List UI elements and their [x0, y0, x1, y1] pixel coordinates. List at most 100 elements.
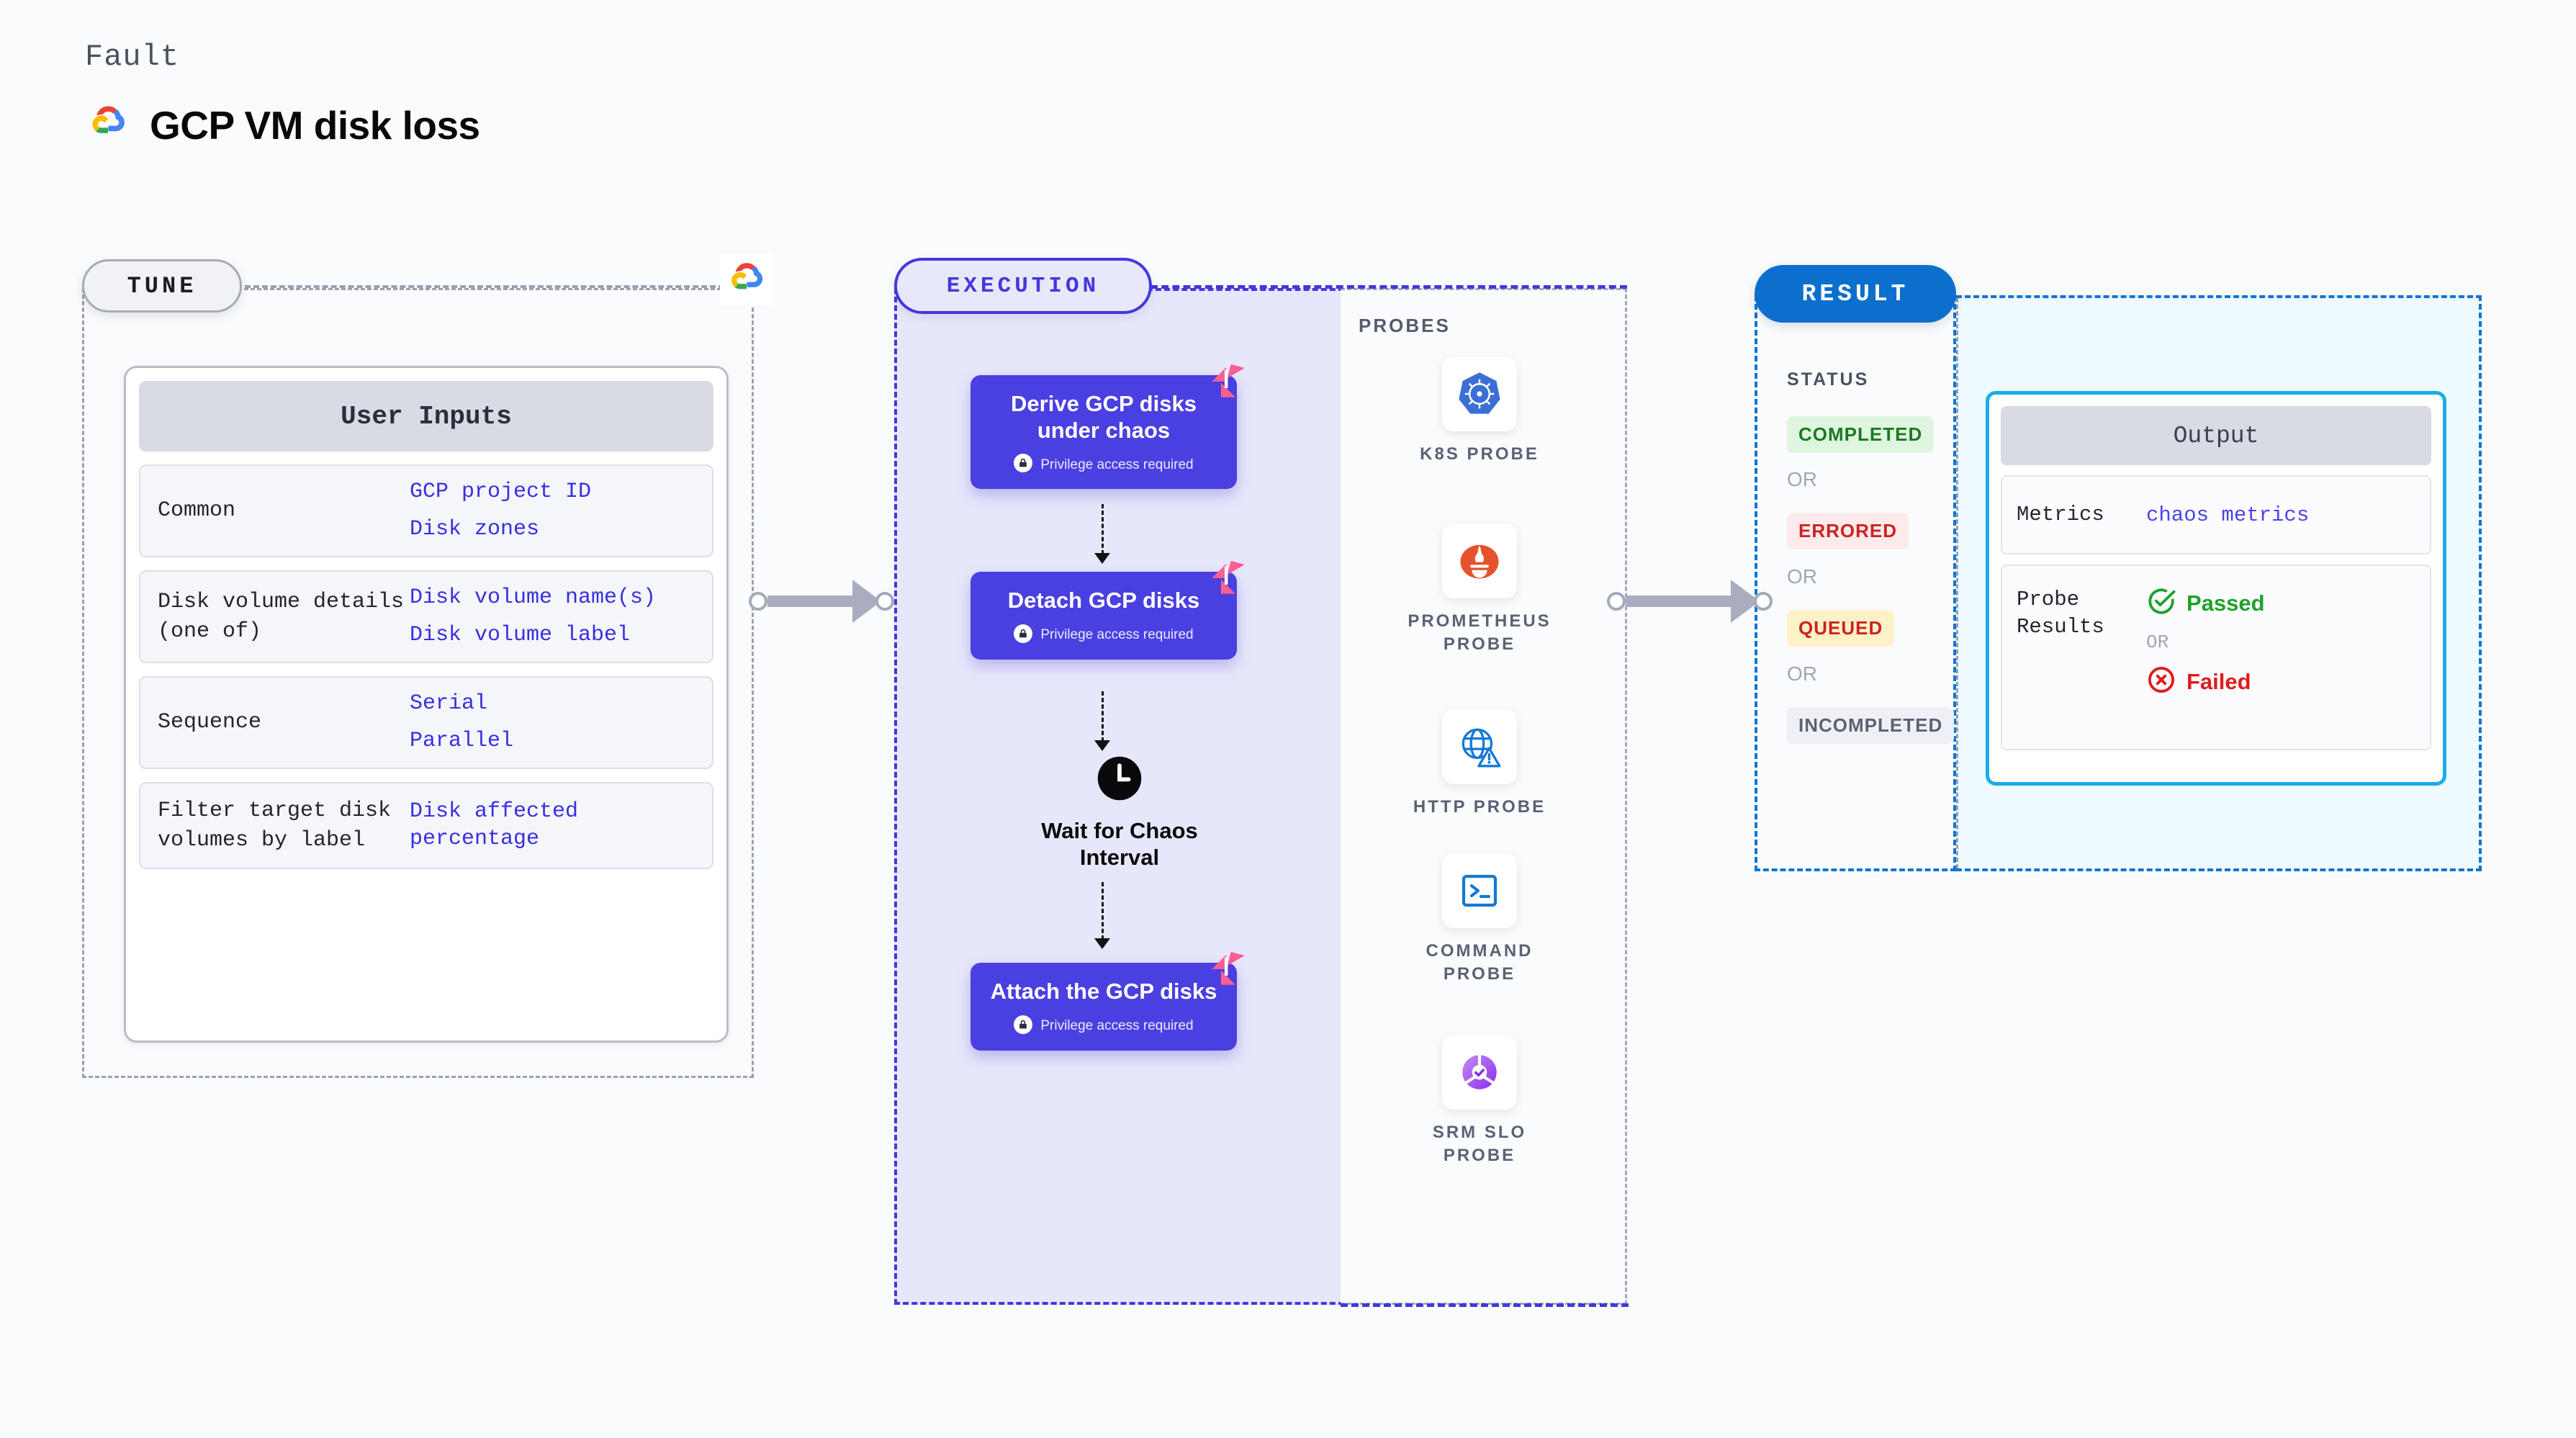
page-title: GCP VM disk loss: [150, 102, 480, 148]
probe-item-srm-slo[interactable]: SRM SLO PROBE: [1408, 1035, 1552, 1168]
probe-item-command[interactable]: COMMAND PROBE: [1408, 853, 1552, 987]
user-input-row: Sequence Serial Parallel: [139, 676, 713, 769]
user-input-value[interactable]: GCP project ID: [410, 480, 592, 504]
probe-label: PROMETHEUS PROBE: [1408, 611, 1552, 655]
status-or-separator: OR: [1787, 468, 1817, 490]
connector-start-dot: [749, 592, 767, 611]
user-input-key: Sequence: [158, 710, 262, 735]
probe-label: COMMAND PROBE: [1426, 941, 1534, 984]
probe-label: SRM SLO PROBE: [1432, 1123, 1527, 1166]
x-circle-icon: [2146, 665, 2176, 698]
wait-node: Wait for Chaos Interval: [1040, 755, 1199, 871]
user-input-value[interactable]: Serial: [410, 691, 488, 716]
execution-node-title: Attach the GCP disks: [990, 979, 1217, 1004]
check-circle-icon: [2146, 586, 2176, 620]
litmus-chaos-icon: [1207, 556, 1248, 598]
output-card: Output Metrics chaos metrics Probe Resul…: [1986, 391, 2446, 786]
google-cloud-icon: [720, 253, 772, 305]
user-input-row: Common GCP project ID Disk zones: [139, 464, 713, 557]
flow-arrow-line: [1102, 882, 1104, 940]
user-input-value[interactable]: Parallel: [410, 728, 514, 753]
user-input-value[interactable]: Disk affected percentage: [410, 799, 579, 851]
status-badge-incompleted: INCOMPLETED: [1787, 707, 1955, 744]
execution-node[interactable]: Derive GCP disks under chaos Privilege a…: [970, 364, 1245, 490]
tune-dashed-connector: [245, 285, 742, 288]
connector-end-dot: [875, 592, 894, 611]
lock-icon: [1014, 624, 1033, 647]
privilege-notice: Privilege access required: [1014, 1015, 1194, 1038]
user-input-value[interactable]: Disk volume name(s): [410, 585, 657, 610]
result-panel: [1755, 295, 1956, 871]
connector-line: [1626, 596, 1734, 607]
user-input-value[interactable]: Disk zones: [410, 516, 540, 542]
connector-execution-to-result: [1607, 580, 1773, 623]
output-metrics-value[interactable]: chaos metrics: [2146, 503, 2310, 527]
flow-arrow-head: [1094, 938, 1110, 949]
clock-icon: [1096, 755, 1143, 806]
privilege-notice: Privilege access required: [1014, 454, 1194, 476]
privilege-text: Privilege access required: [1040, 627, 1194, 643]
execution-node-title: Derive GCP disks under chaos: [1011, 391, 1197, 443]
kubernetes-icon: [1442, 356, 1517, 431]
execution-node[interactable]: Attach the GCP disks Privilege access re…: [970, 951, 1245, 1051]
output-title: Output: [2001, 406, 2431, 465]
result-pill-label[interactable]: RESULT: [1755, 265, 1956, 323]
privilege-text: Privilege access required: [1040, 1018, 1194, 1034]
wait-node-label: Wait for Chaos Interval: [1041, 818, 1198, 871]
status-badge-errored: ERRORED: [1787, 513, 1909, 549]
srm-slo-icon: [1442, 1035, 1517, 1110]
user-input-row: Filter target disk volumes by label Disk…: [139, 782, 713, 869]
http-globe-warning-icon: [1442, 709, 1517, 784]
tune-pill-label[interactable]: TUNE: [82, 259, 242, 313]
google-cloud-icon: [85, 101, 130, 149]
prometheus-icon: [1442, 523, 1517, 598]
probe-result-or-separator: OR: [2146, 632, 2169, 653]
connector-line: [767, 596, 855, 607]
user-input-row: Disk volume details (one of) Disk volume…: [139, 570, 713, 663]
probe-result-failed: Failed: [2146, 665, 2265, 698]
probe-item-k8s[interactable]: K8S PROBE: [1408, 356, 1552, 466]
user-input-value[interactable]: Disk volume label: [410, 622, 631, 647]
execution-pill-label[interactable]: EXECUTION: [894, 258, 1152, 314]
flow-arrow-head: [1094, 553, 1110, 564]
flow-arrow-line: [1102, 691, 1104, 742]
connector-tune-to-execution: [749, 580, 894, 623]
probes-title: PROBES: [1359, 315, 1451, 336]
user-input-key: Disk volume details (one of): [158, 590, 405, 644]
connector-end-dot: [1754, 592, 1773, 611]
status-title: STATUS: [1787, 369, 1870, 390]
user-input-key: Common: [158, 498, 236, 523]
output-metrics-row: Metrics chaos metrics: [2001, 475, 2431, 554]
status-badge-completed: COMPLETED: [1787, 416, 1935, 453]
litmus-chaos-icon: [1207, 947, 1248, 989]
terminal-icon: [1442, 853, 1517, 928]
execution-node-title: Detach GCP disks: [1007, 588, 1200, 613]
page-title-row: GCP VM disk loss: [85, 101, 480, 149]
flow-arrow-line: [1102, 504, 1104, 554]
probe-item-prometheus[interactable]: PROMETHEUS PROBE: [1408, 523, 1552, 657]
status-or-separator: OR: [1787, 565, 1817, 588]
probe-result-passed: Passed: [2146, 586, 2265, 620]
execution-dashed-top: [1150, 285, 1627, 289]
status-or-separator: OR: [1787, 662, 1817, 685]
output-metrics-key: Metrics: [2017, 503, 2104, 527]
execution-node[interactable]: Detach GCP disks Privilege access requir…: [970, 560, 1245, 660]
output-probe-results-row: Probe Results Passed OR: [2001, 565, 2431, 750]
privilege-notice: Privilege access required: [1014, 624, 1194, 647]
page-kicker: Fault: [85, 40, 180, 74]
privilege-text: Privilege access required: [1040, 457, 1194, 472]
probe-label: HTTP PROBE: [1413, 797, 1546, 817]
output-probe-results-key: Probe Results: [2017, 588, 2104, 639]
litmus-chaos-icon: [1207, 359, 1248, 401]
user-inputs-title: User Inputs: [139, 381, 713, 451]
probe-item-http[interactable]: HTTP PROBE: [1408, 709, 1552, 819]
result-panel-divider: [1956, 298, 1958, 868]
lock-icon: [1014, 1015, 1033, 1038]
user-inputs-card: User Inputs Common GCP project ID Disk z…: [124, 366, 729, 1043]
probe-label: K8S PROBE: [1420, 444, 1539, 464]
tune-panel: [82, 288, 754, 1078]
probe-result-passed-label: Passed: [2187, 590, 2265, 616]
status-badge-queued: QUEUED: [1787, 610, 1895, 647]
connector-start-dot: [1607, 592, 1626, 611]
user-input-key: Filter target disk volumes by label: [158, 799, 392, 853]
